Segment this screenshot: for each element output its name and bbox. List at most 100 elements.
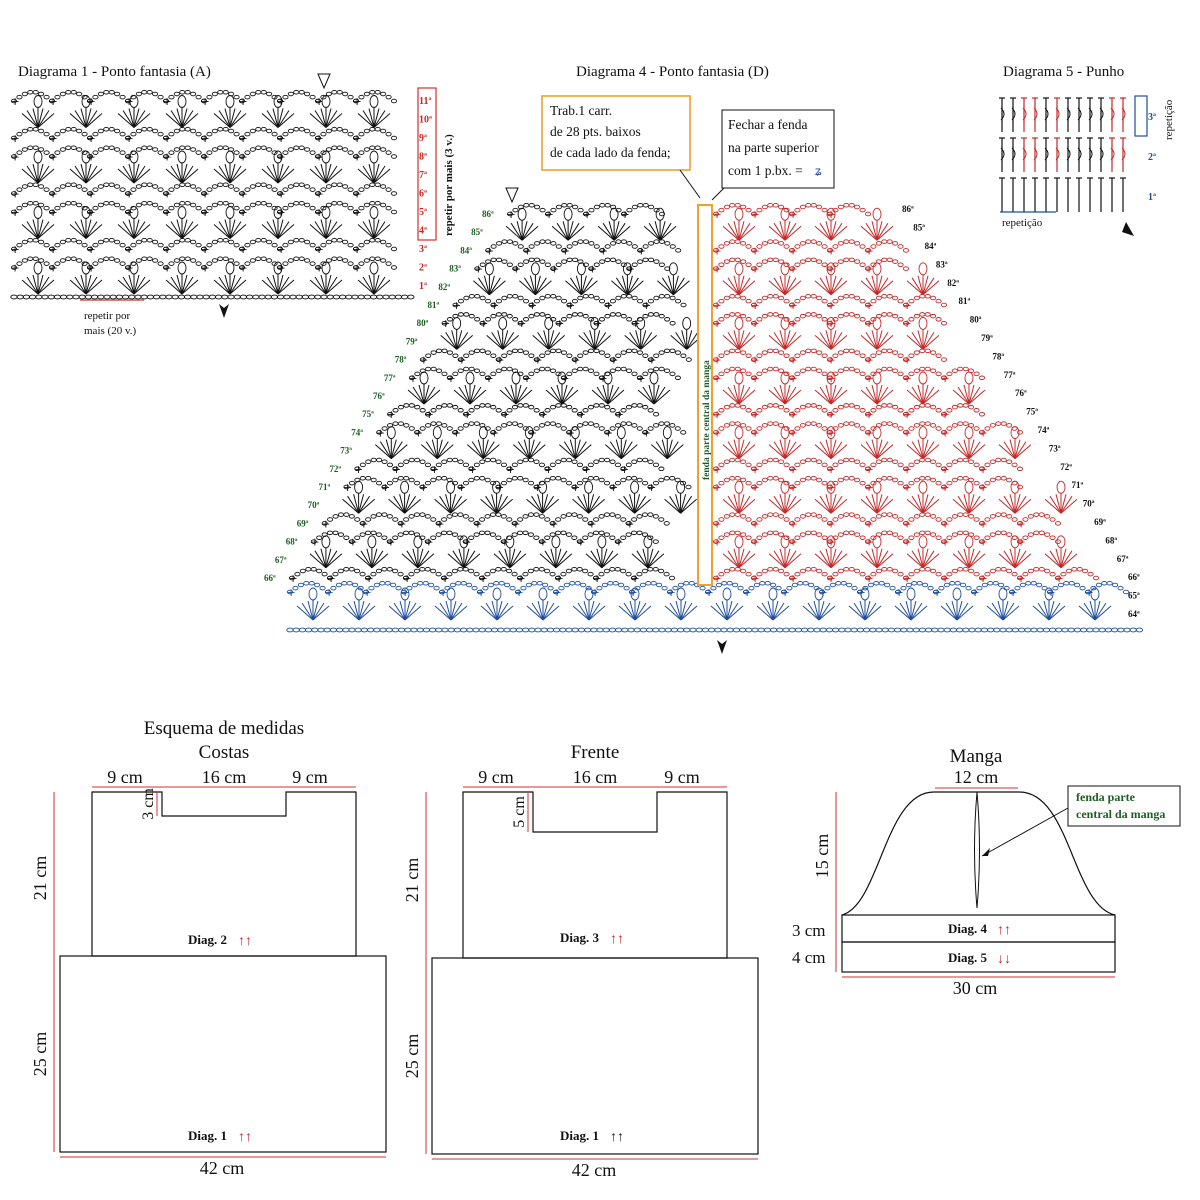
sc-stitch-icon: + [903, 426, 912, 439]
chain-stitch [761, 404, 768, 410]
chain-stitch [620, 293, 627, 299]
sc-stitch-icon: + [865, 426, 874, 439]
chain-stitch [615, 423, 622, 428]
sc-stitch-icon: + [713, 299, 722, 312]
sc-stitch-icon: + [201, 262, 210, 275]
chain-stitch [587, 521, 594, 526]
shell-stitch-icon [814, 274, 848, 296]
chain-stitch [905, 582, 912, 588]
chain-stitch [258, 294, 266, 300]
chain-stitch [320, 187, 327, 192]
chain-stitch [397, 475, 404, 481]
chain-stitch [571, 257, 579, 263]
picot-icon [734, 262, 744, 276]
chain-stitch [620, 366, 627, 372]
chain-stitch [403, 423, 410, 428]
chain-stitch [407, 294, 415, 300]
chain-stitch [457, 312, 464, 317]
chain-stitch [837, 532, 844, 537]
chain-stitch [962, 421, 969, 426]
chain-stitch [631, 517, 638, 522]
post-stitch [1033, 107, 1038, 121]
chain-stitch [576, 480, 583, 486]
chain-stitch [767, 257, 774, 263]
chain-stitch [867, 582, 874, 588]
chain-stitch [86, 191, 94, 196]
sc-stitch-icon: + [353, 243, 362, 256]
chain-stitch [821, 535, 828, 540]
chain-stitch [826, 466, 834, 472]
chain-stitch [114, 147, 121, 152]
chain-stitch [750, 266, 758, 271]
chain-stitch [462, 539, 469, 544]
chain-stitch [940, 430, 948, 435]
chain-stitch [810, 348, 817, 354]
chain-stitch [517, 262, 524, 267]
sc-stitch-icon: + [713, 517, 722, 530]
chain-stitch [38, 147, 45, 152]
chain-stitch [902, 302, 910, 308]
chain-stitch [32, 89, 39, 95]
chain-stitch [583, 627, 592, 633]
row-number: 85ª [471, 227, 483, 237]
chain-stitch [81, 242, 88, 248]
chain-stitch [517, 320, 524, 326]
sc-stitch-icon: + [979, 536, 988, 549]
chain-stitch [848, 257, 855, 263]
chain-stitch [767, 512, 774, 517]
chain-stitch [672, 585, 679, 591]
chain-stitch [358, 205, 365, 211]
chain-stitch [266, 184, 273, 189]
chain-stitch [723, 404, 730, 410]
chain-stitch [298, 627, 307, 633]
chain-stitch [374, 145, 381, 150]
chain-stitch [307, 294, 316, 300]
sc-stitch-icon: + [310, 536, 319, 549]
chain-stitch [653, 366, 660, 372]
chain-stitch [196, 294, 204, 300]
chain-stitch [886, 512, 893, 517]
chain-stitch [533, 566, 540, 572]
chain-stitch [366, 627, 375, 633]
chain-stitch [689, 627, 697, 633]
chain-stitch [843, 293, 850, 299]
chain-stitch [788, 521, 796, 526]
chain-stitch [1024, 627, 1032, 633]
sc-stitch-icon: + [49, 262, 58, 275]
chain-stitch [65, 145, 72, 150]
picot-icon [273, 150, 283, 164]
chain-stitch [479, 262, 486, 267]
picot-icon [964, 480, 974, 494]
chain-stitch [436, 348, 443, 354]
chain-stitch [783, 298, 790, 304]
row-number: 85ª [913, 223, 925, 233]
chain-stitch [379, 580, 386, 586]
chain-stitch [293, 89, 300, 95]
picot-icon [492, 480, 502, 494]
chain-stitch [805, 366, 812, 372]
chain-stitch [451, 568, 458, 574]
chain-stitch [495, 512, 502, 517]
chain-stitch [325, 147, 332, 152]
chain-stitch [446, 350, 453, 355]
chain-stitch [1038, 566, 1045, 572]
chain-stitch [740, 241, 747, 246]
chain-stitch [309, 187, 316, 192]
chain-stitch [363, 294, 372, 300]
chain-stitch [664, 293, 671, 299]
row-number: 76ª [1015, 388, 1027, 398]
shell-stitch-icon [69, 218, 103, 239]
chain-stitch [538, 462, 546, 468]
chain-stitch [392, 408, 399, 413]
chain-stitch [783, 517, 790, 522]
chain-stitch [1011, 571, 1018, 577]
chain-stitch [763, 627, 772, 633]
chain-stitch [460, 580, 467, 586]
chain-stitch [848, 530, 855, 536]
chain-stitch [615, 295, 622, 301]
chain-stitch [549, 571, 556, 577]
chain-stitch [397, 404, 405, 410]
chain-stitch [509, 585, 516, 591]
diagram4-note-1-line1: Trab.1 carr. [550, 103, 612, 118]
chain-stitch [756, 371, 763, 377]
